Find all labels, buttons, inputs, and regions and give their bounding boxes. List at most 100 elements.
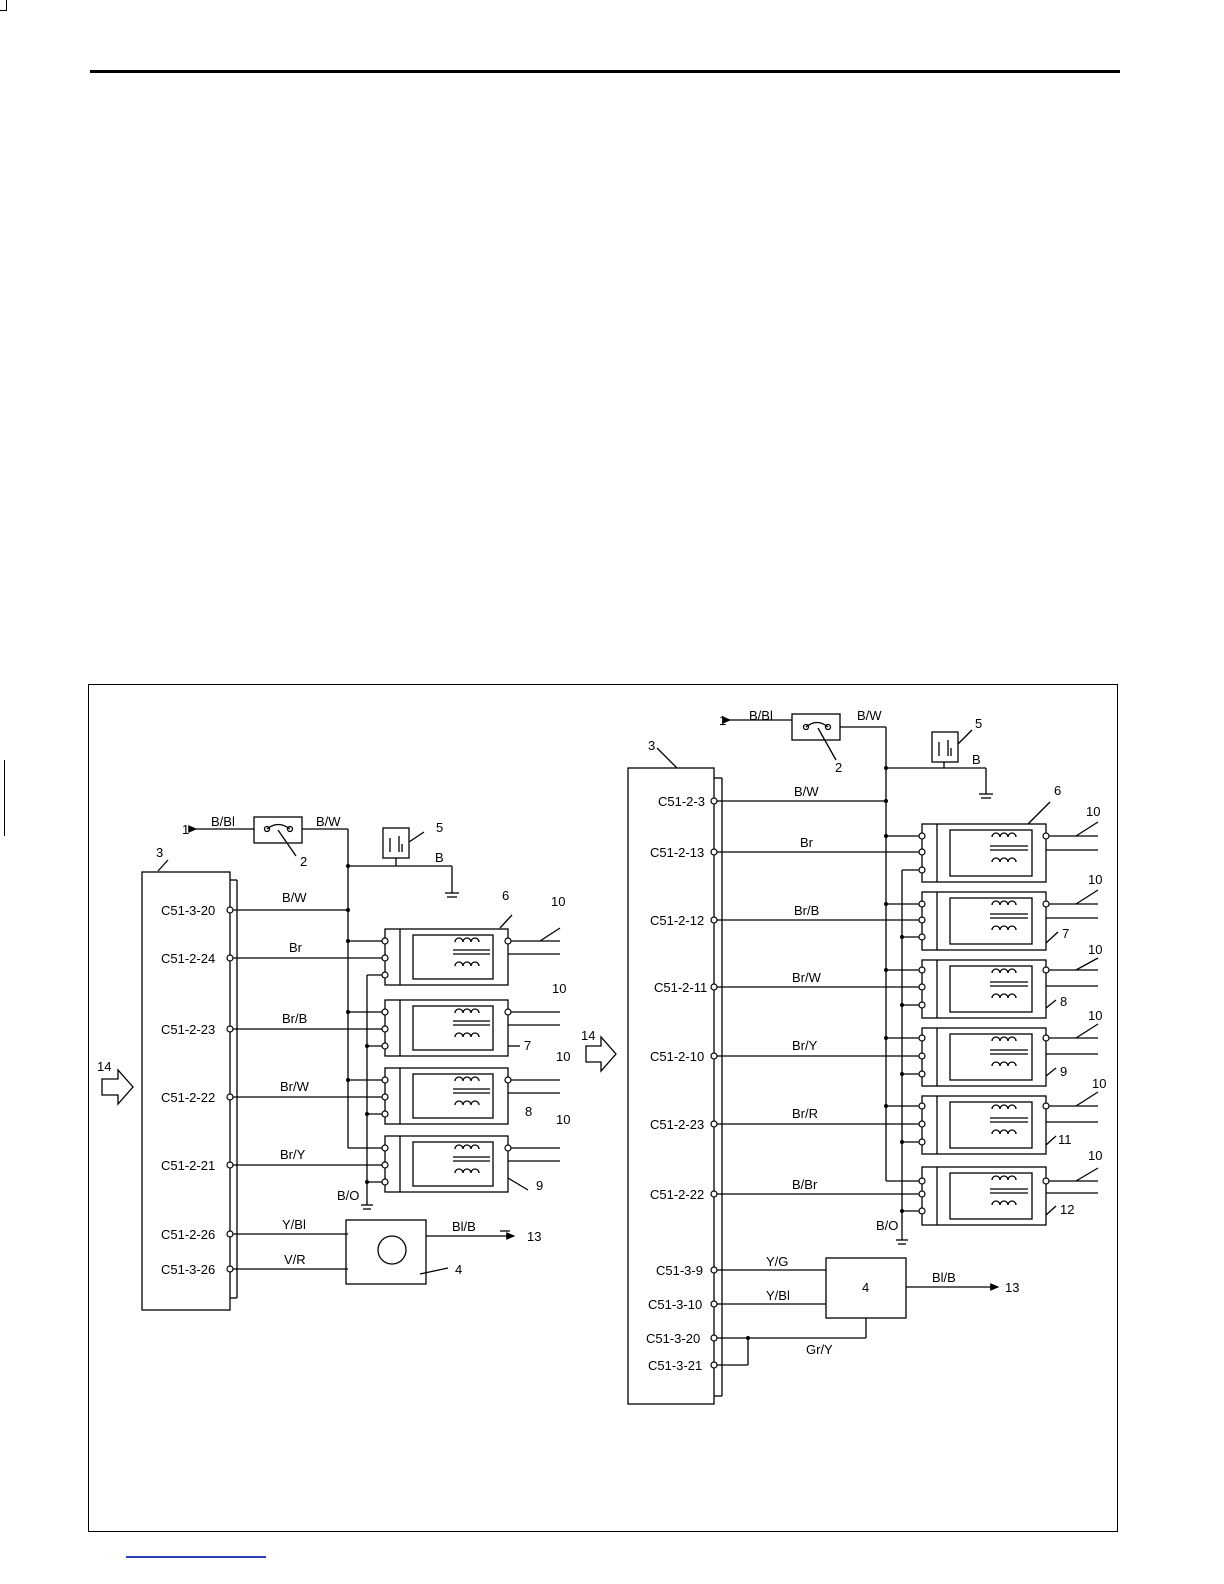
left-diagram	[101, 816, 561, 1311]
terminal-label: C51-2-21	[161, 1158, 215, 1173]
ref-label: 10	[552, 981, 566, 996]
sensor-unit-right	[825, 1257, 907, 1319]
terminal-label: C51-2-10	[650, 1049, 704, 1064]
diagram-frame: C51-3-20 C51-2-24 C51-2-23 C51-2-22 C51-…	[88, 684, 1118, 1532]
wire-label: Br/W	[792, 970, 822, 985]
wire-label: Br	[289, 940, 303, 955]
ref-label: 1	[182, 822, 189, 837]
terminal-label: C51-2-24	[161, 951, 215, 966]
wire-label: Y/Bl	[766, 1288, 790, 1303]
ref-label: 5	[436, 820, 443, 835]
main-relay-left	[382, 827, 410, 859]
terminal-label: C51-2-3	[658, 794, 705, 809]
left-terminal-dots	[226, 906, 234, 1273]
wire-label: Br/R	[792, 1106, 818, 1121]
ref-label: 13	[527, 1229, 541, 1244]
ref-label: 10	[1086, 804, 1100, 819]
ecm-box-left	[141, 871, 231, 1311]
wire-label: B/W	[316, 814, 341, 829]
ref-label: 12	[1060, 1202, 1074, 1217]
left-coil-dots	[381, 937, 512, 1186]
ignition-coil-7-right	[921, 889, 1099, 951]
ref-label: 9	[536, 1178, 543, 1193]
wire-label: B/W	[282, 890, 307, 905]
ref-label: 9	[1060, 1064, 1067, 1079]
ref-label: 3	[156, 845, 163, 860]
terminal-label: C51-3-26	[161, 1262, 215, 1277]
wire-label: Br/B	[282, 1011, 307, 1026]
ref-label: 10	[551, 894, 565, 909]
terminal-label: C51-2-26	[161, 1227, 215, 1242]
wiring-diagram: C51-3-20 C51-2-24 C51-2-23 C51-2-22 C51-…	[97, 708, 1106, 1405]
terminal-label: C51-2-22	[650, 1187, 704, 1202]
ref-label: 4	[862, 1280, 869, 1295]
ref-label: 3	[648, 738, 655, 753]
ref-label: 10	[556, 1049, 570, 1064]
ignition-coil-7-left	[384, 999, 560, 1057]
wire-label: Br/Y	[280, 1147, 306, 1162]
ignition-coil-6-left	[384, 927, 561, 986]
terminal-label: C51-2-23	[650, 1117, 704, 1132]
ref-label: 2	[300, 854, 307, 869]
wire-label: B/O	[876, 1218, 898, 1233]
wire-label: B/W	[857, 708, 882, 723]
wire-label: Y/Bl	[282, 1217, 306, 1232]
ignition-coil-9-right	[921, 1023, 1099, 1087]
terminal-label: C51-3-10	[648, 1297, 702, 1312]
margin-mark	[4, 760, 5, 836]
wire-label: Br/W	[280, 1079, 310, 1094]
ignition-coil-8-left	[384, 1067, 560, 1125]
ref-label: 7	[1062, 926, 1069, 941]
wire-label: B	[972, 752, 981, 767]
wire-label: Br	[800, 835, 814, 850]
right-labels: C51-2-3 C51-2-13 C51-2-12 C51-2-11 C51-2…	[581, 708, 1106, 1373]
wire-label: Br/B	[794, 903, 819, 918]
ref-label: 5	[975, 716, 982, 731]
ignition-coil-11-right	[921, 1091, 1099, 1155]
wire-label: B/Bl	[749, 708, 773, 723]
ref-label: 6	[502, 888, 509, 903]
wire-label: Y/G	[766, 1254, 788, 1269]
wire-label: B	[435, 850, 444, 865]
crop-mark	[0, 0, 7, 11]
ref-label: 10	[1088, 1008, 1102, 1023]
footer-link[interactable]	[126, 1556, 266, 1558]
ref-label: 10	[1088, 942, 1102, 957]
right-junctions	[746, 766, 904, 1340]
terminal-label: C51-2-13	[650, 845, 704, 860]
fuse-left	[253, 816, 303, 844]
ref-label: 7	[524, 1038, 531, 1053]
terminal-label: C51-3-9	[656, 1263, 703, 1278]
ignition-coil-6-right	[921, 821, 1099, 883]
ref-label: 10	[1088, 872, 1102, 887]
right-terminal-dots	[710, 797, 1050, 1369]
terminal-label: C51-2-23	[161, 1022, 215, 1037]
header-rule	[90, 70, 1120, 73]
ignition-coil-8-right	[921, 957, 1099, 1019]
ref-label: 8	[525, 1104, 532, 1119]
ref-label: 10	[1092, 1076, 1106, 1091]
wire-label: V/R	[284, 1252, 306, 1267]
wire-label: Gr/Y	[806, 1342, 833, 1357]
sensor-unit-left	[345, 1219, 427, 1285]
wire-label: B/Br	[792, 1177, 818, 1192]
ignition-coil-9-left	[384, 1135, 560, 1193]
terminal-label: C51-2-12	[650, 913, 704, 928]
ref-label: 10	[1088, 1148, 1102, 1163]
ref-label: 2	[835, 760, 842, 775]
ref-label: 6	[1054, 783, 1061, 798]
ref-label: 8	[1060, 994, 1067, 1009]
ignition-coil-12-right	[921, 1166, 1099, 1226]
ref-label: 1	[719, 713, 726, 728]
ref-label: 10	[556, 1112, 570, 1127]
terminal-label: C51-2-11	[654, 980, 707, 995]
left-labels: C51-3-20 C51-2-24 C51-2-23 C51-2-22 C51-…	[97, 814, 570, 1277]
wire-label: Bl/B	[452, 1219, 476, 1234]
main-relay-right	[931, 731, 959, 763]
ecm-box-right	[627, 767, 715, 1405]
wire-label: B/O	[337, 1188, 359, 1203]
wire-label: B/Bl	[211, 814, 235, 829]
wire-label: Br/Y	[792, 1038, 818, 1053]
wire-label: B/W	[794, 784, 819, 799]
